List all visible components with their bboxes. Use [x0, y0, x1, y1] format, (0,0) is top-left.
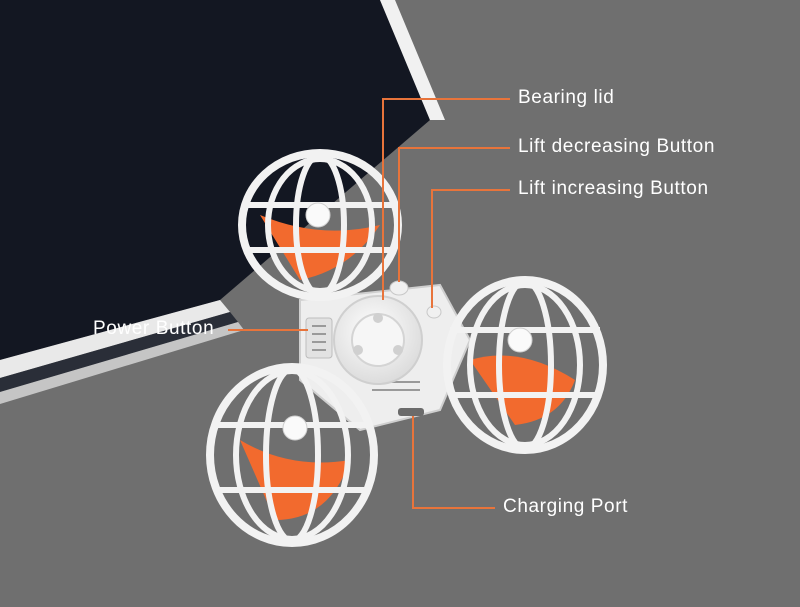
- cage-bottom-left: [206, 363, 378, 547]
- leader-line-charging-port: [412, 416, 495, 509]
- cage-right: [443, 276, 607, 454]
- leader-lines: [228, 98, 510, 509]
- label-charging-port: Charging Port: [503, 496, 629, 517]
- leader-line-lift-decreasing: [398, 147, 510, 282]
- leader-line-lift-increasing: [431, 189, 510, 308]
- label-bearing-lid: Bearing lid: [518, 87, 615, 108]
- spinner-body: [299, 280, 472, 432]
- leader-line-bearing-lid: [382, 98, 510, 300]
- label-lift-decreasing-button: Lift decreasing Button: [518, 136, 715, 157]
- dark-background-panel: [0, 0, 445, 404]
- label-lift-increasing-button: Lift increasing Button: [518, 178, 709, 199]
- cage-top-left: [238, 149, 402, 301]
- label-power-button: Power Button: [93, 318, 215, 339]
